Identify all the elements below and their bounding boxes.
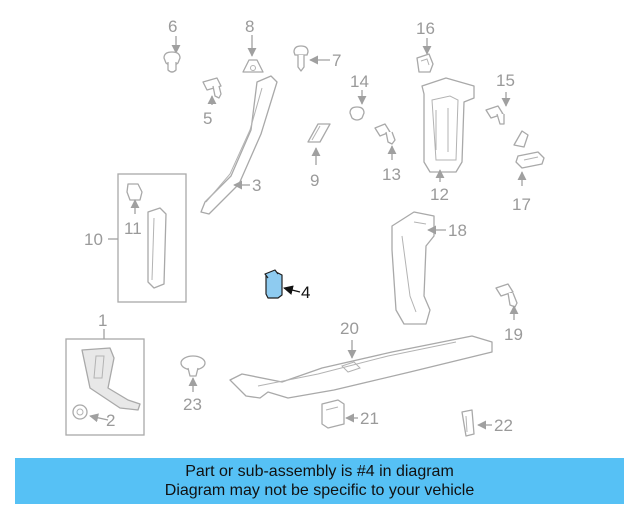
callout-17: 17	[512, 195, 531, 214]
part-4-highlighted-clip[interactable]: 4	[264, 269, 310, 302]
part-15-bolt[interactable]: 15	[485, 71, 515, 125]
part-19-bolt[interactable]: 19	[495, 283, 523, 344]
callout-1: 1	[98, 311, 107, 330]
callout-16: 16	[416, 19, 435, 38]
part-8-bracket[interactable]: 8	[242, 17, 264, 73]
banner-line-2: Diagram may not be specific to your vehi…	[164, 482, 475, 499]
part-12-b-pillar-upper-trim[interactable]: 12	[421, 77, 475, 204]
callout-9: 9	[310, 171, 319, 190]
callout-3: 3	[252, 176, 261, 195]
part-16-retainer[interactable]: 16	[416, 19, 435, 73]
part-18-b-pillar-lower-trim[interactable]: 18	[391, 211, 467, 325]
callout-14: 14	[350, 72, 369, 91]
callout-19: 19	[504, 325, 523, 344]
callout-2: 2	[106, 411, 115, 430]
part-14-clip[interactable]: 14	[349, 72, 369, 121]
part-23-round-clip[interactable]: 23	[180, 355, 206, 414]
callout-18: 18	[448, 221, 467, 240]
callout-4: 4	[301, 283, 310, 302]
callout-15: 15	[496, 71, 515, 90]
part-9-retainer[interactable]: 9	[307, 123, 331, 190]
callout-12: 12	[430, 185, 449, 204]
callout-5: 5	[203, 109, 212, 128]
part-5-bolt[interactable]: 5	[202, 77, 222, 128]
callout-13: 13	[382, 165, 401, 184]
info-banner: Part or sub-assembly is #4 in diagram Di…	[15, 458, 624, 504]
part-22-clip[interactable]: 22	[461, 409, 513, 437]
banner-line-1: Part or sub-assembly is #4 in diagram	[185, 463, 454, 480]
callout-11: 11	[124, 219, 142, 238]
part-17-airbag-badge[interactable]: 17	[512, 130, 545, 214]
part-13-bolt[interactable]: 13	[374, 123, 401, 184]
callout-20: 20	[340, 319, 359, 338]
callout-10: 10	[84, 230, 103, 249]
callout-7: 7	[332, 51, 341, 70]
callout-8: 8	[245, 17, 254, 36]
callout-6: 6	[168, 17, 177, 36]
callout-23: 23	[183, 395, 202, 414]
part-20-scuff-plate[interactable]: 20	[229, 319, 493, 399]
part-10-assembly-box[interactable]: 10 11	[84, 173, 187, 303]
part-21-bracket[interactable]: 21	[321, 399, 379, 429]
callout-21: 21	[360, 409, 379, 428]
part-6-clip[interactable]: 6	[163, 17, 181, 73]
callout-22: 22	[494, 416, 513, 435]
part-1-assembly-box[interactable]: 1 2	[65, 311, 145, 436]
part-3-a-pillar-trim[interactable]: 3	[200, 75, 278, 215]
part-7-screw[interactable]: 7	[293, 45, 341, 72]
